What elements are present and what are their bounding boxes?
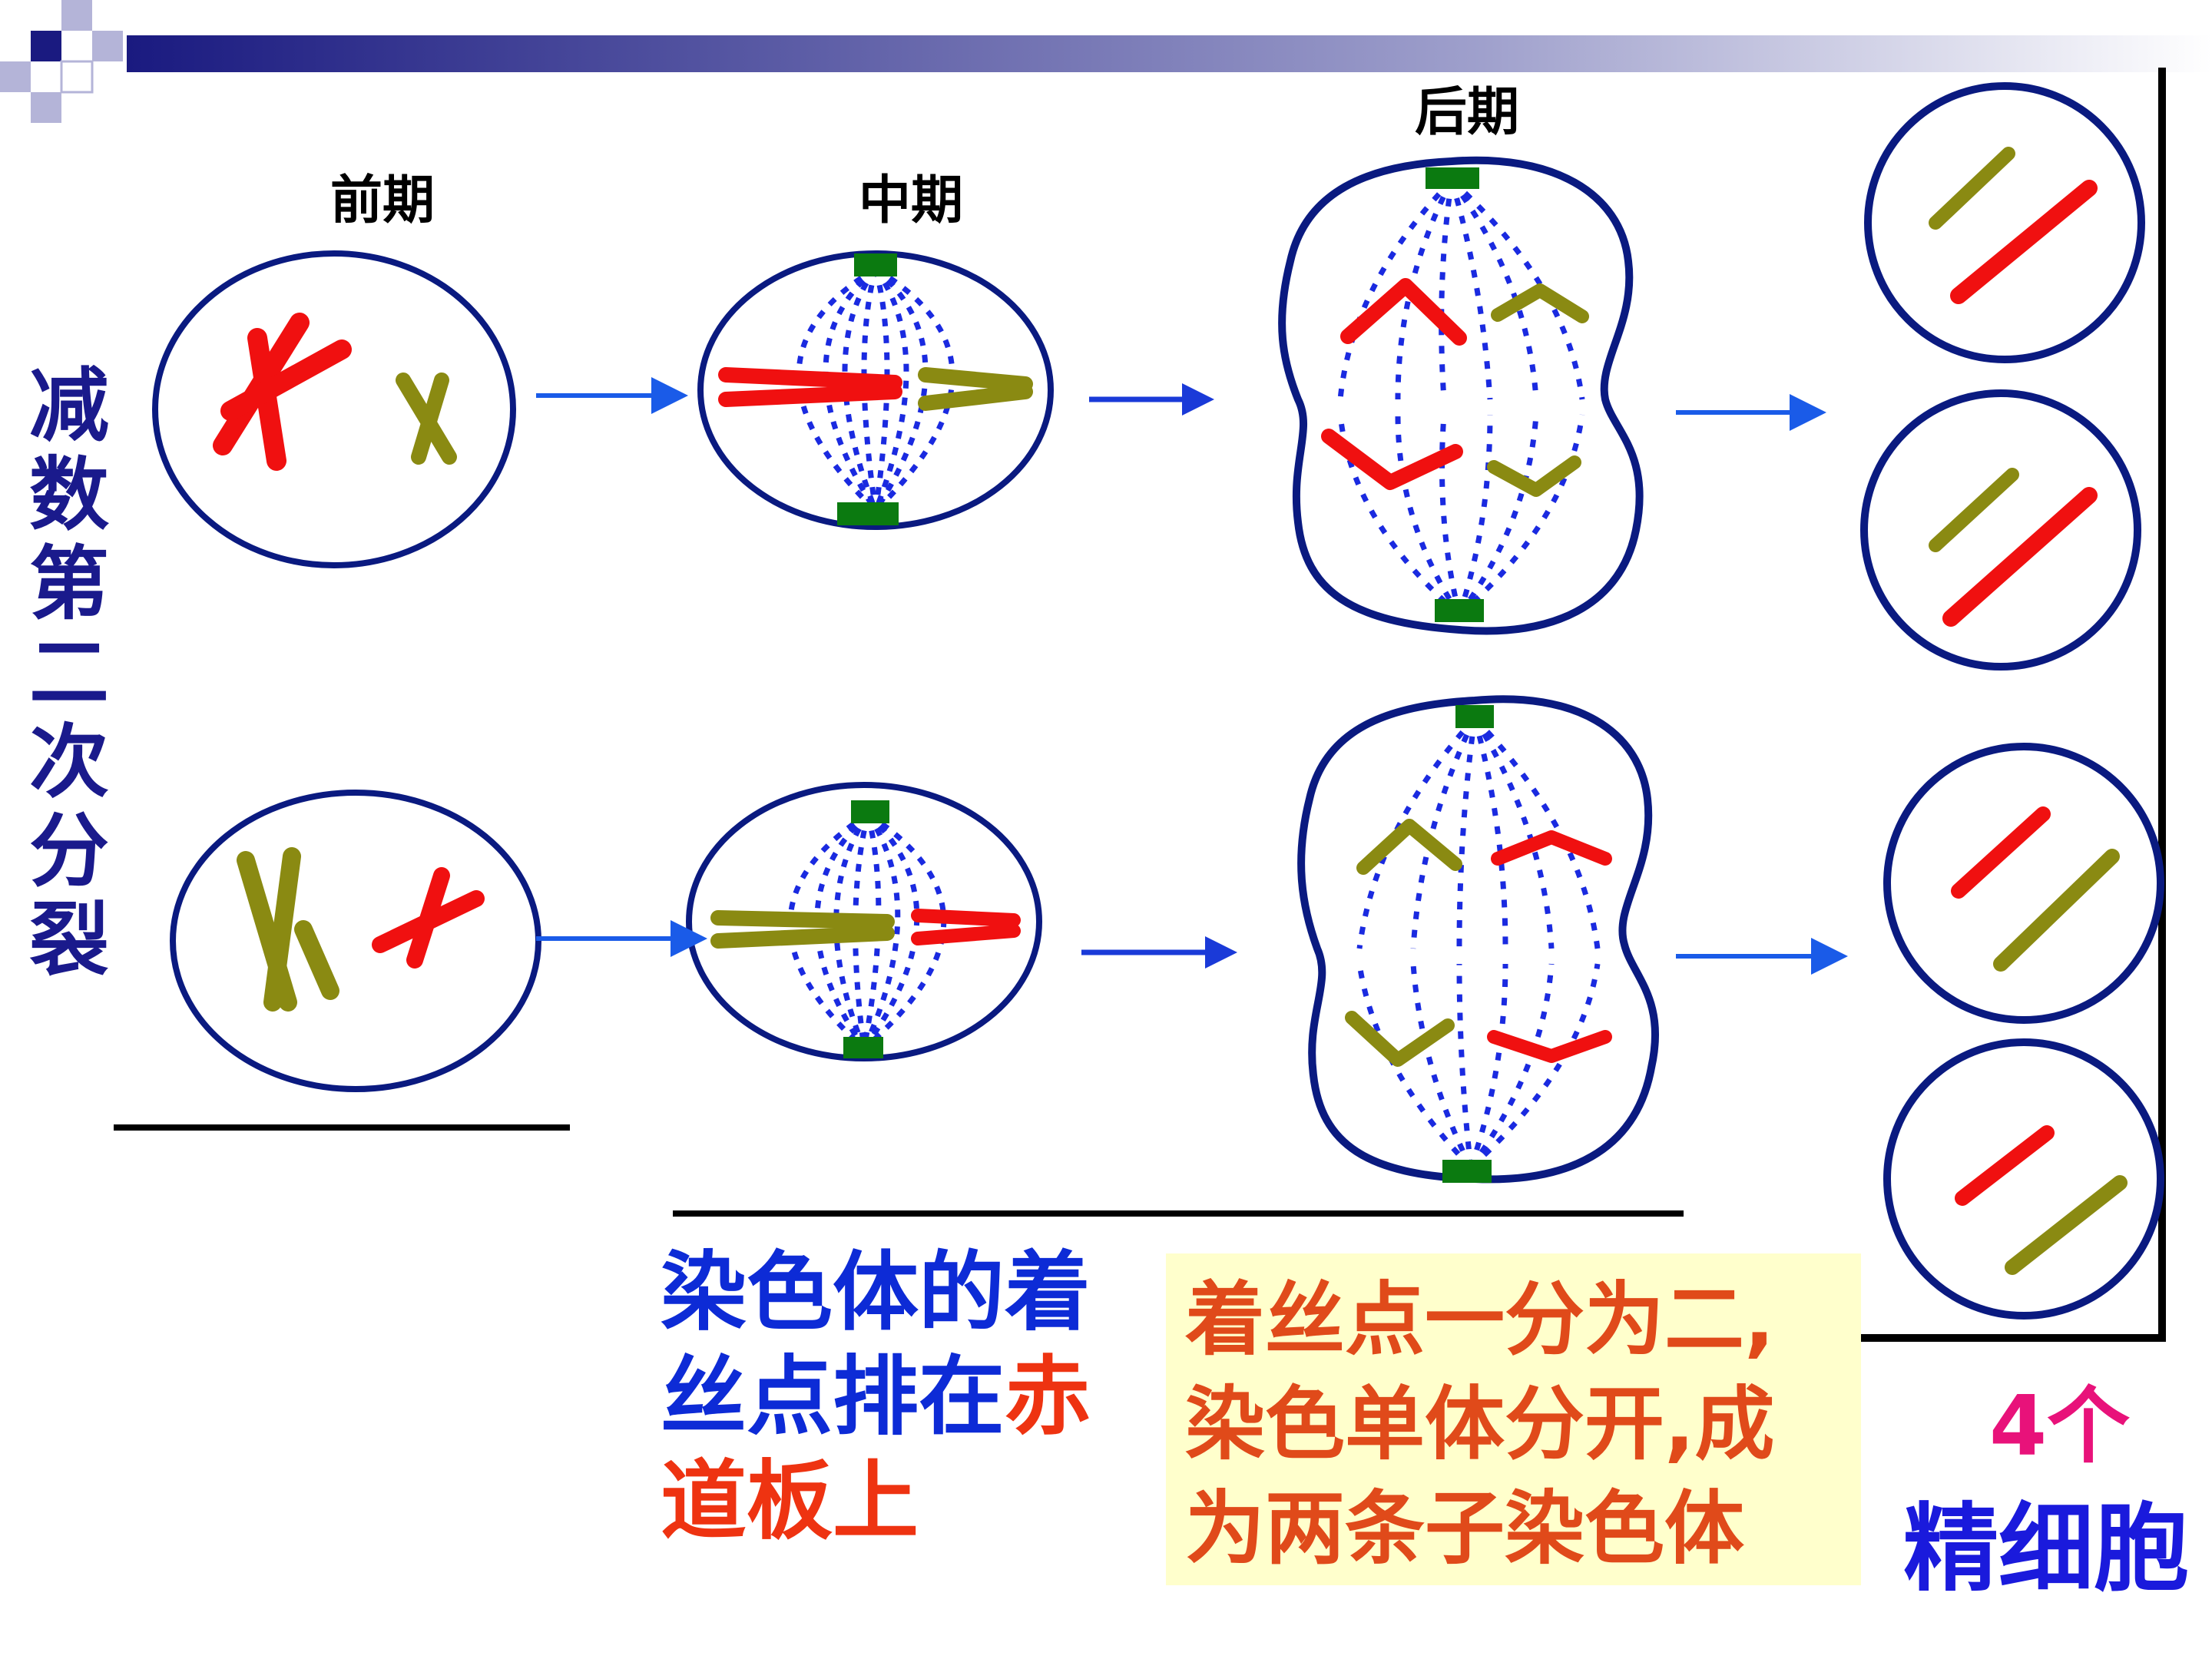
arrow-right-icon (536, 377, 1848, 975)
metaphase-cell-1 (697, 250, 1054, 530)
title-char: 二 (28, 626, 109, 720)
sperm-count: 4个 (1989, 1379, 2131, 1475)
metaphase-note: 染色体的着 丝点排在赤 道板上 (661, 1240, 1121, 1554)
anaphase-note-line3: 为两条子染色体 (1185, 1482, 1745, 1575)
title-char: 第 (28, 537, 109, 631)
gradient-header-bar-icon (127, 35, 2212, 72)
result-bracket (1847, 68, 2166, 1342)
title-char: 减 (28, 359, 109, 452)
anaphase-cell-1 (1278, 156, 1644, 635)
sperm-cell-1 (1864, 82, 2145, 363)
sperm-cell-3 (1883, 743, 2164, 1024)
prophase-cell-2 (170, 790, 541, 1092)
anaphase-note-line1: 着丝点一分为二, (1185, 1273, 1775, 1366)
anaphase-cell-2 (1297, 695, 1659, 1184)
chromosome-olive (396, 373, 457, 465)
stage-label-metaphase: 中期 (859, 171, 964, 231)
vertical-title: 减 数 第 二 次 分 裂 (23, 361, 115, 985)
anaphase-note-line2: 染色单体分开,成 (1185, 1377, 1775, 1471)
stage-label-prophase: 前期 (330, 171, 435, 231)
title-char: 次 (28, 715, 109, 809)
title-char: 裂 (28, 893, 109, 987)
chromosome-red (213, 313, 352, 471)
metaphase-note-line2-blue: 丝点排在 (661, 1347, 1005, 1447)
stage-label-anaphase: 后期 (1415, 82, 1520, 143)
corner-squares-decoration-icon (0, 0, 123, 123)
metaphase-note-line2: 丝点排在赤 (661, 1345, 1121, 1449)
arrow-right-icon (1081, 383, 1237, 969)
metaphase-note-line1: 染色体的着 (661, 1243, 1091, 1343)
sperm-cell-4 (1883, 1038, 2164, 1320)
sperm-label: 精细胞 (1903, 1494, 2190, 1604)
metaphase-note-line2-red: 赤 (1005, 1347, 1091, 1447)
title-char: 数 (28, 448, 109, 541)
metaphase-note-line3: 道板上 (661, 1452, 919, 1551)
title-char: 分 (28, 804, 109, 898)
prophase-cell-1 (152, 250, 516, 568)
anaphase-note: 着丝点一分为二, 染色单体分开,成 为两条子染色体 (1185, 1267, 1861, 1581)
metaphase-cell-2 (686, 782, 1042, 1061)
sperm-cell-2 (1860, 389, 2141, 671)
anaphase-note-box (1166, 1253, 1861, 1585)
